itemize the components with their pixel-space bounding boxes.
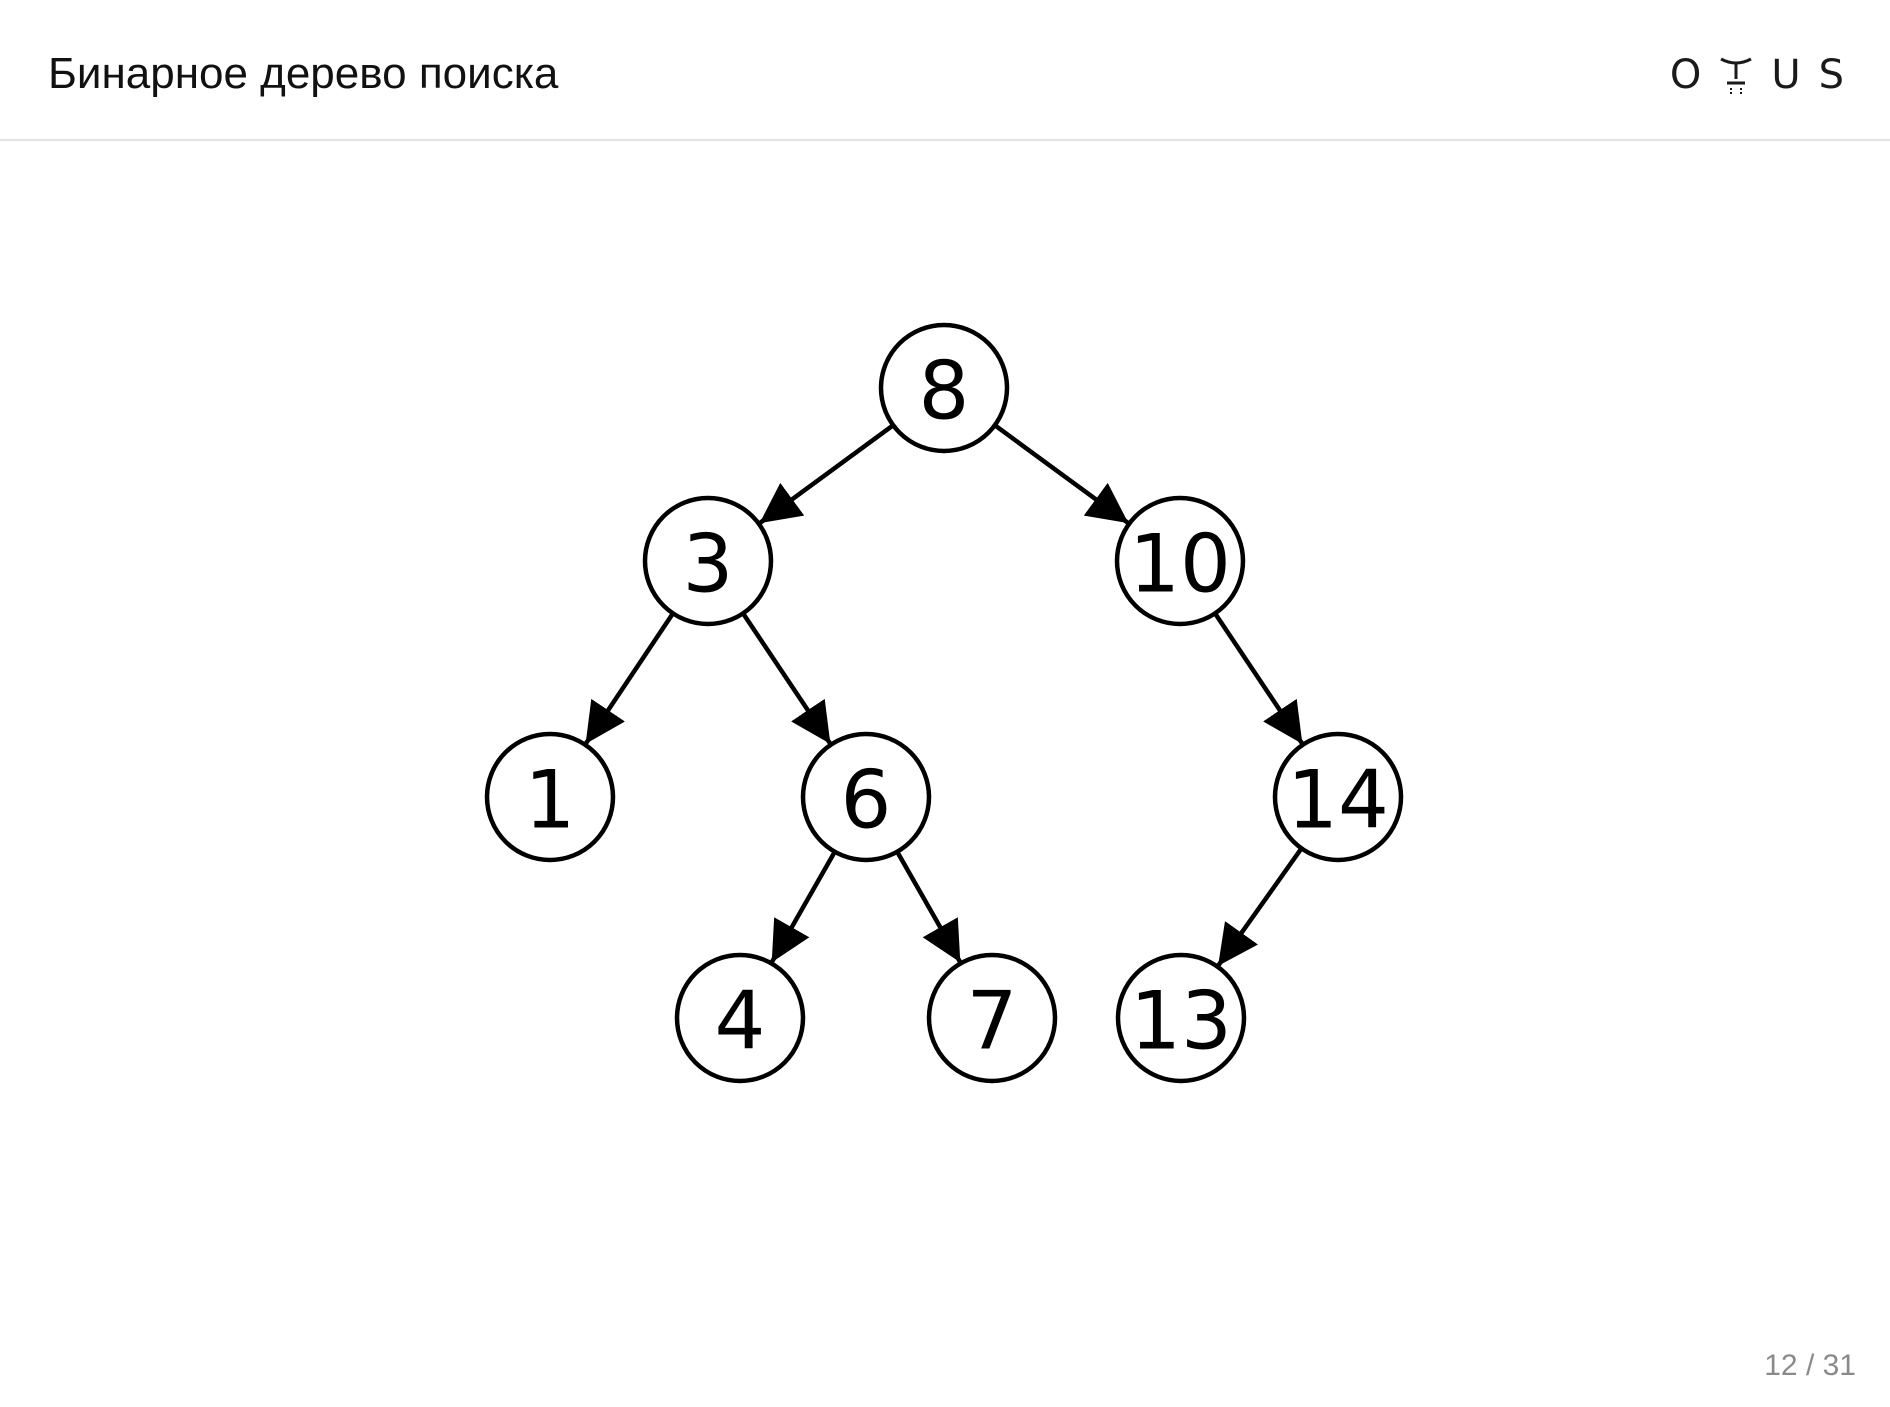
nodes-layer: 8 3 10 1 6 14 4 7 13 [484, 322, 1404, 1084]
tree-node-10: 10 [1114, 495, 1246, 627]
edge-n8-n3 [758, 423, 895, 525]
logo-t-icon [1720, 57, 1753, 95]
node-label: 14 [1287, 754, 1389, 847]
node-circle [1272, 731, 1404, 863]
edge-n3-n1 [583, 612, 675, 746]
logo-letter-o: O [1669, 52, 1702, 98]
tree-node-7: 7 [926, 952, 1058, 1084]
tree-node-14: 14 [1272, 731, 1404, 863]
node-circle [1115, 952, 1247, 1084]
logo-letter-s: S [1818, 52, 1844, 98]
tree-node-6: 6 [800, 731, 932, 863]
edge-n14-n13 [1216, 847, 1304, 968]
slide-title: Бинарное дерево поиска [48, 49, 559, 98]
edge-n6-n4 [769, 850, 837, 964]
slide-header: Бинарное дерево поиска O U S [0, 0, 1890, 141]
edge-n10-n14 [1213, 612, 1305, 746]
node-label: 8 [919, 345, 970, 438]
edges-layer [583, 423, 1305, 968]
node-circle [642, 495, 774, 627]
node-label: 10 [1129, 518, 1231, 611]
edge-n8-n10 [993, 423, 1130, 525]
node-circle [484, 731, 616, 863]
page-current: 12 [1764, 1349, 1798, 1382]
otus-logo: O U S [1670, 50, 1844, 100]
node-label: 3 [683, 518, 734, 611]
node-circle [926, 952, 1058, 1084]
node-circle [1114, 495, 1246, 627]
edge-n6-n7 [895, 850, 963, 964]
node-circle [800, 731, 932, 863]
node-label: 1 [525, 754, 576, 847]
node-label: 13 [1130, 975, 1232, 1068]
tree-node-3: 3 [642, 495, 774, 627]
node-label: 7 [967, 975, 1018, 1068]
node-label: 4 [715, 975, 766, 1068]
logo-letter-u: U [1771, 52, 1801, 98]
tree-node-4: 4 [674, 952, 806, 1084]
edge-n3-n6 [741, 612, 833, 746]
node-circle [674, 952, 806, 1084]
page-total: 31 [1822, 1349, 1856, 1382]
tree-node-13: 13 [1115, 952, 1247, 1084]
node-circle [878, 322, 1010, 454]
node-label: 6 [841, 754, 892, 847]
tree-node-1: 1 [484, 731, 616, 863]
page-number: 12 / 31 [1764, 1349, 1856, 1383]
page-separator: / [1797, 1349, 1823, 1382]
tree-node-8: 8 [878, 322, 1010, 454]
